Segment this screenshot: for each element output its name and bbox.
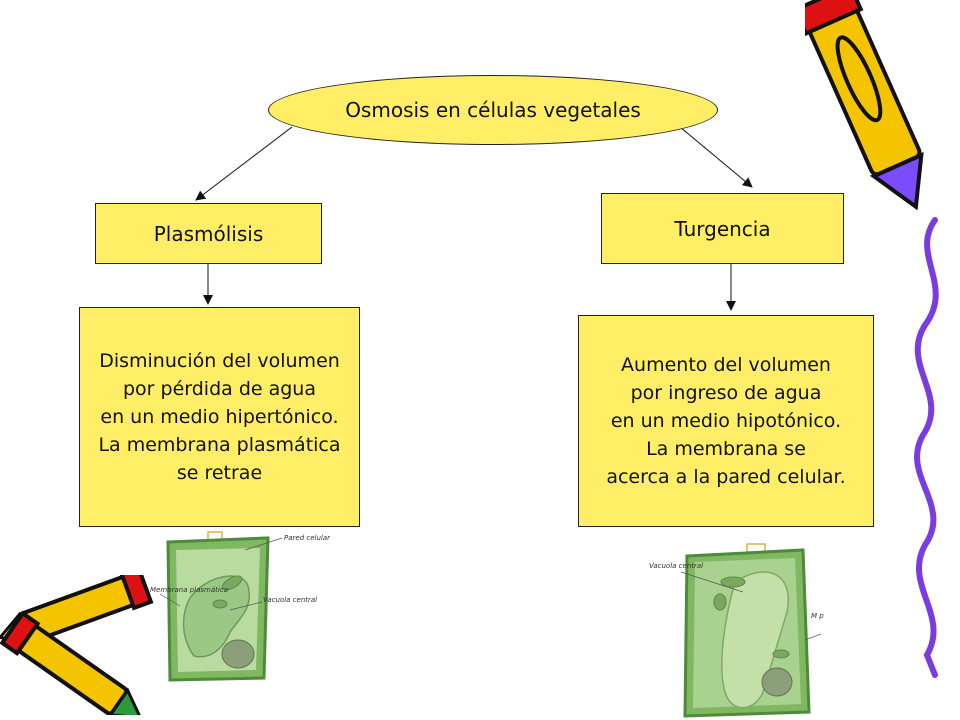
turgencia-desc-line: en un medio hipotónico.	[610, 410, 842, 432]
turgencia-description-node: Aumento del volumen por ingreso de agua …	[578, 315, 874, 527]
plasmolisis-desc-line: por pérdida de agua	[122, 378, 316, 400]
plasmolisis-label: Plasmólisis	[153, 221, 264, 246]
plasmolisis-desc-line: Disminución del volumen	[99, 350, 340, 372]
turgencia-desc-line: Aumento del volumen	[621, 354, 831, 376]
plasmolisis-description-node: Disminución del volumen por pérdida de a…	[79, 307, 360, 527]
turgencia-label: Turgencia	[674, 216, 771, 241]
arrow-title-to-turgencia	[679, 126, 753, 188]
title-node: Osmosis en células vegetales	[268, 75, 718, 145]
fig-label-vacuola-right: Vacuola central	[649, 562, 703, 570]
fig-label-membrana: Membrana plasmática	[150, 586, 228, 594]
plasmolisis-desc-line: se retrae	[176, 462, 263, 484]
plasmolyzed-cell-illustration: Pared celular Membrana plasmática Vacuol…	[150, 528, 350, 690]
plasmolisis-desc-line: en un medio hipertónico.	[100, 406, 339, 428]
decorative-wavy-line	[914, 217, 939, 678]
fig-label-vacuola: Vacuola central	[263, 596, 317, 604]
plasmolisis-desc-line: La membrana plasmática	[98, 434, 341, 456]
arrow-title-to-plasmolisis	[195, 126, 293, 201]
turgid-cell-illustration: Vacuola central M p	[645, 542, 825, 720]
title-text: Osmosis en células vegetales	[345, 98, 641, 122]
turgencia-desc-line: La membrana se	[646, 438, 806, 460]
turgencia-desc-line: acerca a la pared celular.	[606, 466, 846, 488]
pencils-clipart-bottom	[0, 575, 154, 715]
turgencia-node: Turgencia	[601, 193, 844, 264]
plasmolisis-node: Plasmólisis	[95, 203, 322, 264]
pencil-clipart-top	[805, 0, 924, 211]
turgencia-desc-line: por ingreso de agua	[630, 382, 822, 404]
fig-label-membrana-right: M p	[811, 612, 824, 620]
fig-label-pared: Pared celular	[284, 534, 331, 542]
